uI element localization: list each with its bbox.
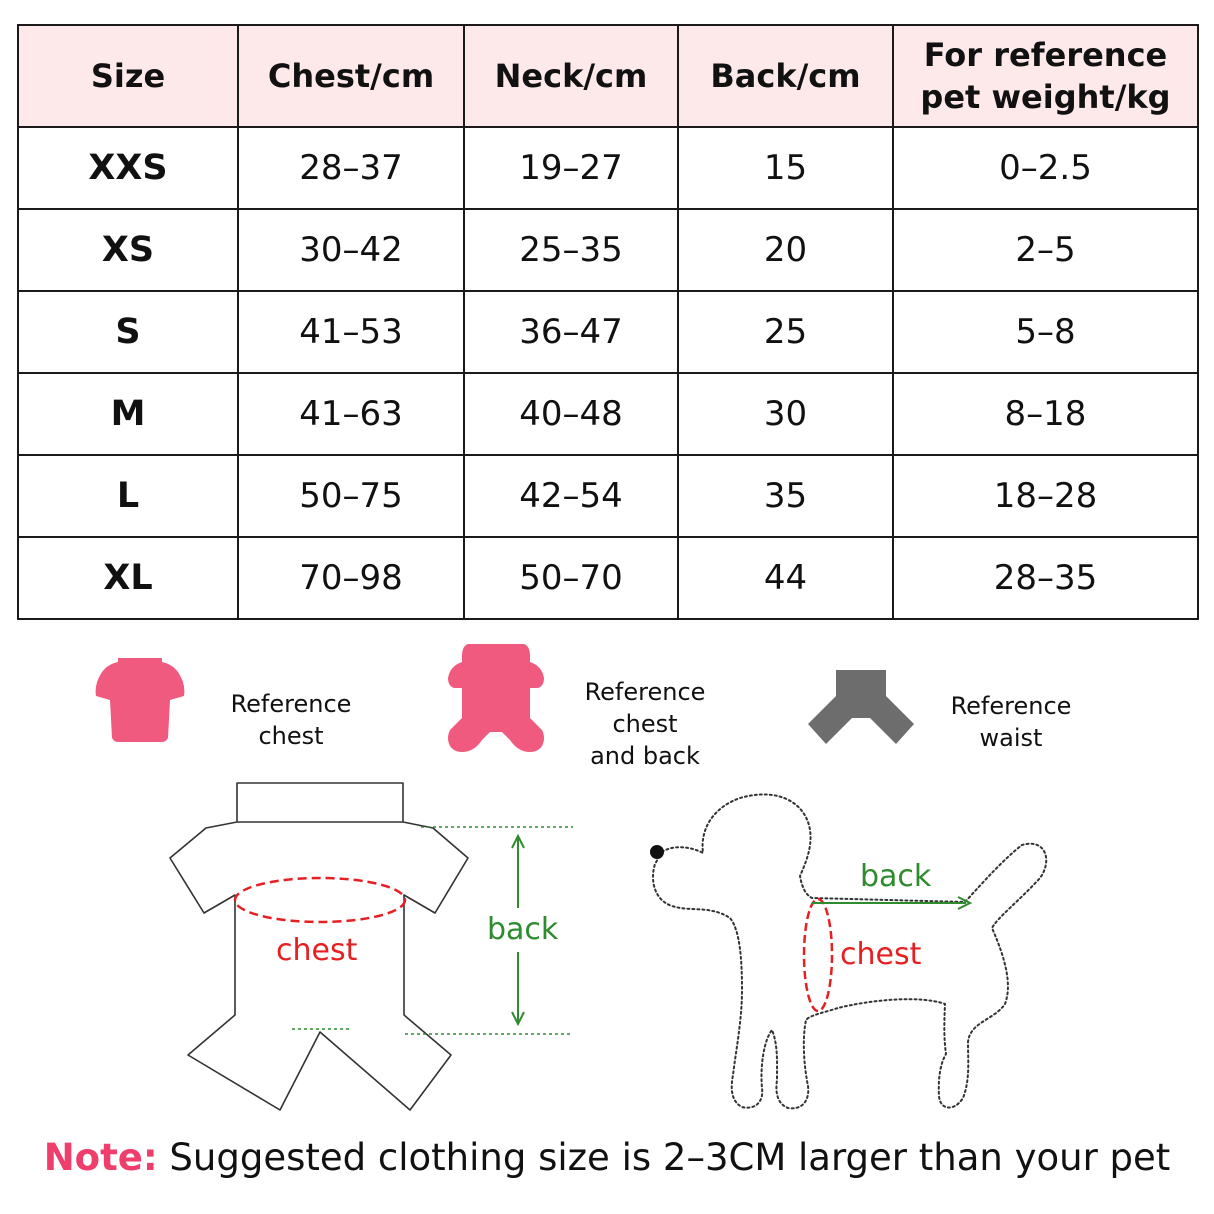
size-cell: XL bbox=[17, 536, 239, 620]
size-cell: XXS bbox=[17, 126, 239, 210]
header-neck: Neck/cm bbox=[463, 24, 679, 128]
garment-outline-icon bbox=[169, 782, 469, 1111]
dog-back-label: back bbox=[860, 859, 932, 894]
header-back: Back/cm bbox=[677, 24, 894, 128]
weight-cell: 28–35 bbox=[892, 536, 1199, 620]
neck-cell: 25–35 bbox=[463, 208, 679, 292]
pink-jumpsuit-icon bbox=[448, 644, 544, 752]
neck-cell: 42–54 bbox=[463, 454, 679, 538]
garment-chest-ellipse bbox=[233, 876, 407, 924]
dog-chest-ellipse bbox=[802, 897, 834, 1013]
pink-tshirt-icon bbox=[95, 658, 185, 742]
table-row: XL 70–98 50–70 44 28–35 bbox=[17, 536, 1199, 620]
header-pet-weight-line-1: For reference bbox=[923, 36, 1168, 74]
header-chest: Chest/cm bbox=[237, 24, 465, 128]
dog-nose-icon bbox=[650, 845, 664, 859]
note-line: Note: Suggested clothing size is 2–3CM l… bbox=[0, 1134, 1214, 1182]
size-chart-table: Size Chest/cm Neck/cm Back/cm For refere… bbox=[17, 24, 1199, 620]
header-pet-weight: For reference pet weight/kg bbox=[892, 24, 1199, 128]
dog-back-arrow bbox=[812, 896, 973, 910]
weight-cell: 8–18 bbox=[892, 372, 1199, 456]
weight-cell: 5–8 bbox=[892, 290, 1199, 374]
weight-cell: 18–28 bbox=[892, 454, 1199, 538]
note-label: Note: bbox=[43, 1136, 158, 1179]
size-cell: XS bbox=[17, 208, 239, 292]
size-cell: M bbox=[17, 372, 239, 456]
chest-cell: 41–63 bbox=[237, 372, 465, 456]
neck-cell: 36–47 bbox=[463, 290, 679, 374]
back-cell: 30 bbox=[677, 372, 894, 456]
header-size: Size bbox=[17, 24, 239, 128]
weight-cell: 0–2.5 bbox=[892, 126, 1199, 210]
table-row: S 41–53 36–47 25 5–8 bbox=[17, 290, 1199, 374]
back-cell: 25 bbox=[677, 290, 894, 374]
chest-cell: 28–37 bbox=[237, 126, 465, 210]
chest-cell: 41–53 bbox=[237, 290, 465, 374]
legend-chest-back-line-2: and back bbox=[590, 742, 700, 770]
chest-cell: 30–42 bbox=[237, 208, 465, 292]
size-cell: S bbox=[17, 290, 239, 374]
chest-cell: 70–98 bbox=[237, 536, 465, 620]
size-cell: L bbox=[17, 454, 239, 538]
table-row: M 41–63 40–48 30 8–18 bbox=[17, 372, 1199, 456]
dog-outline-icon bbox=[652, 793, 1048, 1110]
garment-back-arrow bbox=[511, 833, 525, 1027]
table-header-row: Size Chest/cm Neck/cm Back/cm For refere… bbox=[17, 24, 1199, 128]
back-cell: 15 bbox=[677, 126, 894, 210]
dog-chest-label: chest bbox=[840, 937, 922, 972]
table-row: XS 30–42 25–35 20 2–5 bbox=[17, 208, 1199, 292]
legend-chest-label: Reference chest bbox=[230, 690, 352, 750]
legend-waist-label: Reference waist bbox=[950, 692, 1072, 752]
garment-chest-label: chest bbox=[276, 933, 358, 968]
legend-chest-back-label: Reference chest and back bbox=[552, 676, 738, 772]
back-cell: 20 bbox=[677, 208, 894, 292]
garment-back-label: back bbox=[487, 912, 559, 947]
table-row: XXS 28–37 19–27 15 0–2.5 bbox=[17, 126, 1199, 210]
note-text: Suggested clothing size is 2–3CM larger … bbox=[157, 1136, 1171, 1179]
table-row: L 50–75 42–54 35 18–28 bbox=[17, 454, 1199, 538]
gray-waist-icon bbox=[808, 670, 914, 744]
legend-chest-back-line-1: Reference chest bbox=[584, 678, 706, 738]
weight-cell: 2–5 bbox=[892, 208, 1199, 292]
back-cell: 35 bbox=[677, 454, 894, 538]
neck-cell: 50–70 bbox=[463, 536, 679, 620]
neck-cell: 19–27 bbox=[463, 126, 679, 210]
neck-cell: 40–48 bbox=[463, 372, 679, 456]
chest-cell: 50–75 bbox=[237, 454, 465, 538]
back-cell: 44 bbox=[677, 536, 894, 620]
header-pet-weight-line-2: pet weight/kg bbox=[920, 78, 1171, 116]
